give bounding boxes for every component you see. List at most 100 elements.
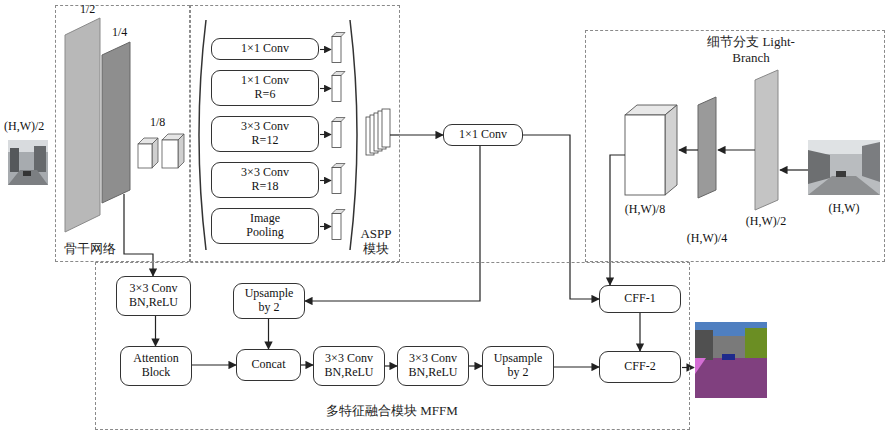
- process-box: Attention Block: [120, 346, 192, 386]
- process-box: CFF-2: [599, 351, 681, 383]
- dimension-label: (H,W)/4: [687, 232, 727, 246]
- box-label: 3×3 Conv BN,ReLU: [403, 352, 463, 380]
- image-building: [10, 148, 19, 172]
- input-image: [808, 140, 880, 195]
- feature-slab: [332, 164, 345, 168]
- feature-cube: [178, 134, 184, 168]
- dimension-label: 1/4: [112, 26, 127, 40]
- text-stack: 3×3 Conv R=18: [235, 166, 295, 194]
- box-label: CFF-1: [624, 292, 655, 306]
- branch-arrow: [320, 134, 331, 135]
- connector-arrow: [639, 313, 640, 351]
- text-stack: 1×1 Conv R=6: [235, 74, 295, 102]
- output-arrow: [682, 367, 694, 368]
- box-label: 1×1 Conv: [241, 42, 289, 56]
- box-label: 3×3 Conv R=12: [235, 120, 295, 148]
- process-box: 3×3 Conv R=12: [211, 116, 319, 152]
- dimension-label: (H,W)/2: [746, 215, 786, 229]
- text-stack: 1×1 Conv: [459, 128, 507, 142]
- process-box: Image Pooling: [211, 208, 319, 244]
- segment-tree: [745, 328, 767, 358]
- text-stack: Concat: [252, 358, 286, 372]
- input-image: [8, 140, 48, 185]
- connector-arrow: [554, 366, 599, 367]
- text-stack: 3×3 Conv BN,ReLU: [124, 282, 184, 310]
- image-building: [34, 146, 46, 172]
- image-car: [23, 171, 31, 176]
- region-label: 细节分支 Light-Branch: [706, 34, 796, 65]
- text-stack: Upsample by 2: [239, 287, 299, 315]
- box-label: 3×3 Conv R=18: [235, 166, 295, 194]
- feature-cube: [162, 140, 178, 168]
- box-label: 1×1 Conv: [459, 128, 507, 142]
- connector-arrow: [155, 316, 156, 346]
- process-box: 1×1 Conv: [211, 38, 319, 60]
- text-stack: 细节分支 Light-Branch: [706, 34, 796, 65]
- text-stack: 1×1 Conv: [241, 42, 289, 56]
- feature-slab: [332, 33, 345, 37]
- image-building: [862, 142, 880, 182]
- feature-block: [625, 115, 665, 195]
- feature-plane: [755, 70, 778, 210]
- process-box: Concat: [236, 349, 301, 381]
- branch-arrow: [320, 49, 331, 50]
- image-road: [808, 176, 880, 195]
- process-box: Upsample by 2: [233, 283, 305, 319]
- connector-arrow: [400, 134, 443, 135]
- text-stack: 3×3 Conv R=12: [235, 120, 295, 148]
- process-box: 3×3 Conv R=18: [211, 162, 319, 198]
- feature-slab: [332, 37, 341, 63]
- feature-slab: [332, 118, 345, 122]
- flow-arrow: [679, 149, 698, 150]
- segment-building: [695, 330, 713, 360]
- feature-cube: [152, 138, 158, 168]
- branch-arrow: [320, 180, 331, 181]
- text-stack: Upsample by 2: [488, 352, 548, 380]
- text-stack: 多特征融合模块 MFFM: [326, 403, 458, 419]
- dashed-region: 骨干网络: [55, 5, 190, 262]
- flow-arrow: [718, 149, 755, 150]
- region-label: 骨干网络: [64, 241, 116, 257]
- dashed-region: 细节分支 Light-Branch: [585, 30, 885, 262]
- process-box: 1×1 Conv: [443, 124, 523, 146]
- text-stack: CFF-1: [624, 292, 655, 306]
- connector-arrow: [609, 262, 610, 285]
- process-box: Upsample by 2: [482, 346, 554, 386]
- segment-car: [722, 354, 735, 360]
- branch-arrow: [320, 226, 331, 227]
- dimension-label: (H,W)/8: [625, 203, 665, 217]
- dimension-label: (H,W): [829, 202, 860, 216]
- process-box: 3×3 Conv BN,ReLU: [313, 346, 385, 386]
- feature-slab: [332, 72, 345, 76]
- text-stack: CFF-2: [624, 360, 655, 374]
- aspp-outputs: [320, 33, 345, 240]
- feature-plane: [65, 18, 100, 232]
- dimension-label: 1/2: [80, 3, 95, 17]
- connector-arrow: [305, 146, 480, 301]
- text-stack: Attention Block: [126, 352, 186, 380]
- feature-slab: [332, 214, 341, 240]
- process-box: 3×3 Conv BN,ReLU: [116, 276, 191, 316]
- region-label: ASPP 模块: [359, 226, 393, 257]
- box-label: 1×1 Conv R=6: [235, 74, 295, 102]
- process-box: 1×1 Conv R=6: [211, 70, 319, 106]
- feature-block: [665, 105, 677, 195]
- connector-arrow: [268, 319, 269, 349]
- box-label: 3×3 Conv BN,ReLU: [124, 282, 184, 310]
- feature-slab: [332, 168, 341, 194]
- dimension-label: 1/8: [150, 116, 165, 130]
- dashed-region: 多特征融合模块 MFFM 3×3 Conv BN,ReLU Attention Bl…: [95, 262, 690, 430]
- bracket: [199, 20, 206, 250]
- text-stack: 3×3 Conv BN,ReLU: [319, 352, 379, 380]
- text-stack: Image Pooling: [235, 212, 295, 240]
- skip-wire: [124, 194, 153, 262]
- connector-arrow: [469, 365, 482, 366]
- box-label: Upsample by 2: [488, 352, 548, 380]
- branch-wire: [610, 155, 625, 262]
- feature-cube: [138, 144, 152, 168]
- dashed-region: ASPP 模块 1×1 Conv 1×1 Conv R=6 3×3 Conv R=12…: [190, 5, 400, 262]
- text-stack: 骨干网络: [64, 241, 116, 257]
- connector-arrow: [301, 364, 313, 365]
- process-box: 3×3 Conv BN,ReLU: [397, 346, 469, 386]
- feature-slab: [332, 76, 341, 102]
